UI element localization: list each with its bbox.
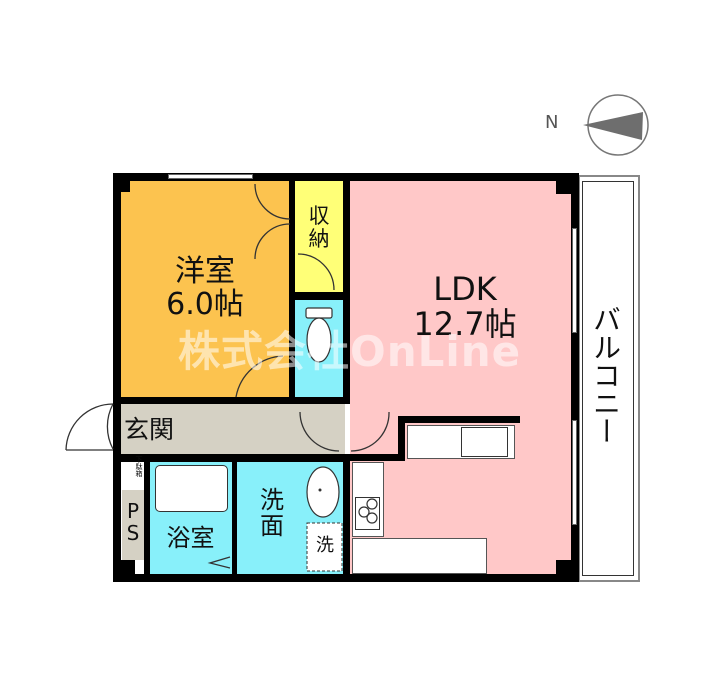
window-ldk-1[interactable] xyxy=(572,228,577,333)
kitchen-counter-lower xyxy=(352,538,487,574)
wall-right xyxy=(571,173,579,582)
bathtub xyxy=(155,465,228,512)
balcony xyxy=(578,175,640,582)
ldk-room xyxy=(350,180,572,575)
ps-shaft xyxy=(122,490,144,560)
shoe-box xyxy=(122,456,144,484)
wall-left xyxy=(113,173,121,582)
window-top[interactable] xyxy=(168,174,253,179)
shoe-box-label: 下駄箱 xyxy=(135,456,143,477)
window-ldk-2[interactable] xyxy=(572,420,577,525)
north-label: N xyxy=(545,112,559,133)
washer-label: 洗 xyxy=(316,535,334,556)
western-room-label: 洋室 6.0帖 xyxy=(166,254,244,322)
storage-room xyxy=(295,180,343,292)
balcony-label: バルコニー xyxy=(589,305,622,445)
storage-label: 収 納 xyxy=(308,204,330,252)
ldk-label: LDK 12.7帖 xyxy=(413,270,517,344)
kitchen-sink xyxy=(461,427,508,457)
compass: N xyxy=(545,92,650,162)
bathroom-label: 浴室 xyxy=(166,524,215,552)
ps-label: P S xyxy=(126,499,140,545)
compass-arrow-icon xyxy=(583,94,649,156)
entrance-area xyxy=(120,404,345,454)
washroom-label: 洗 面 xyxy=(260,486,284,541)
entrance-label: 玄関 xyxy=(124,415,175,444)
